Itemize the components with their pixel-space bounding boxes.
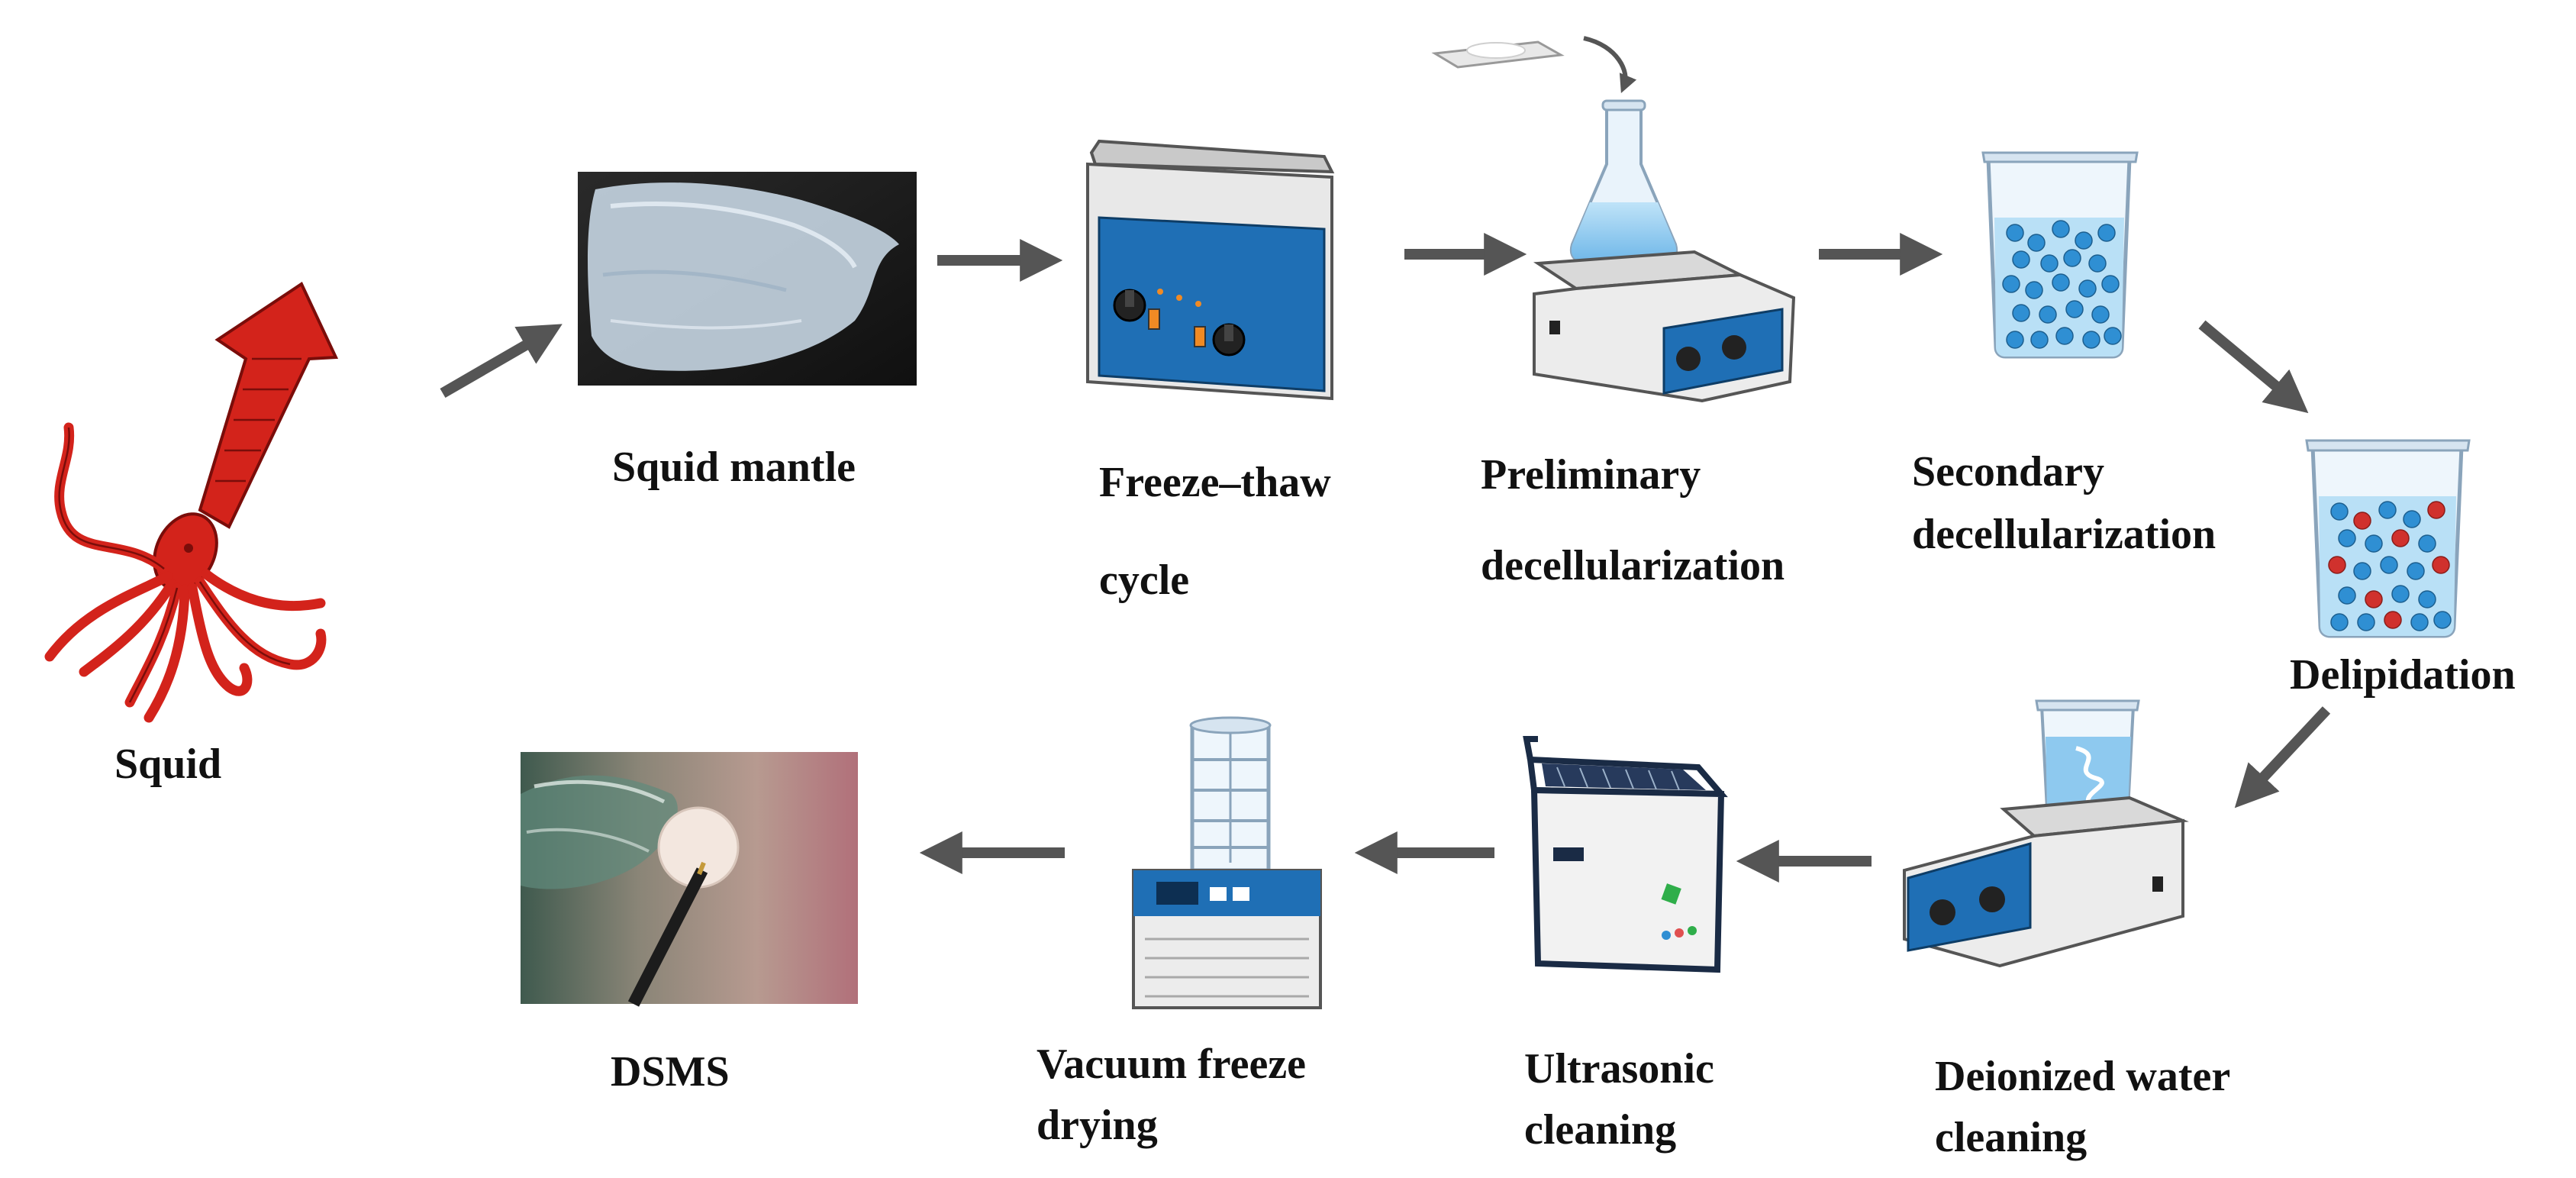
- label-vacuum: Vacuum freeze drying: [1037, 1034, 1306, 1156]
- label-dsms: DSMS: [611, 1048, 730, 1096]
- label-vacuum-line2: drying: [1037, 1102, 1158, 1149]
- freeze-dryer: [1132, 716, 1322, 1009]
- label-freeze-thaw: Freeze–thaw cycle: [1099, 434, 1331, 629]
- beaker-blue-beads: [1981, 151, 2139, 359]
- label-deionized-line2: cleaning: [1935, 1114, 2088, 1161]
- squid-illustration: [44, 282, 339, 723]
- ultrasonic-bath-device: [1086, 139, 1335, 401]
- magnetic-stirrer-beaker: [1903, 699, 2189, 968]
- label-preliminary-line2: decellularization: [1481, 542, 1785, 589]
- label-deionized-line1: Deionized water: [1935, 1053, 2231, 1100]
- label-secondary: Secondary decellularization: [1912, 441, 2216, 566]
- label-freeze-thaw-line1: Freeze–thaw: [1099, 459, 1331, 506]
- magnetic-stirrer-flask: [1431, 36, 1796, 403]
- label-freeze-thaw-line2: cycle: [1099, 557, 1190, 604]
- dsms-scaffold-photo: [521, 752, 858, 1007]
- arrow-delipidation-to-deionized: [2234, 706, 2331, 808]
- label-secondary-line1: Secondary: [1912, 448, 2104, 495]
- arrow-secondary-to-delipidation: [2198, 320, 2309, 414]
- label-ultrasonic: Ultrasonic cleaning: [1524, 1038, 1714, 1160]
- label-preliminary: Preliminary decellularization: [1481, 430, 1785, 612]
- label-ultrasonic-line2: cleaning: [1524, 1106, 1677, 1154]
- arrow-squid-to-mantle: [440, 324, 563, 399]
- label-squid: Squid: [114, 741, 222, 788]
- flow-arrows: [440, 233, 2331, 883]
- label-deionized: Deionized water cleaning: [1935, 1046, 2230, 1168]
- beaker-blue-red-beads: [2305, 439, 2471, 638]
- ultrasonic-cleaner-basket: [1523, 736, 1728, 973]
- label-vacuum-line1: Vacuum freeze: [1037, 1041, 1307, 1088]
- label-delipidation: Delipidation: [2290, 651, 2516, 699]
- squid-mantle-photo: [578, 172, 917, 386]
- label-preliminary-line1: Preliminary: [1481, 451, 1701, 499]
- label-ultrasonic-line1: Ultrasonic: [1524, 1045, 1714, 1092]
- label-squid-mantle: Squid mantle: [612, 444, 856, 491]
- label-secondary-line2: decellularization: [1912, 511, 2217, 558]
